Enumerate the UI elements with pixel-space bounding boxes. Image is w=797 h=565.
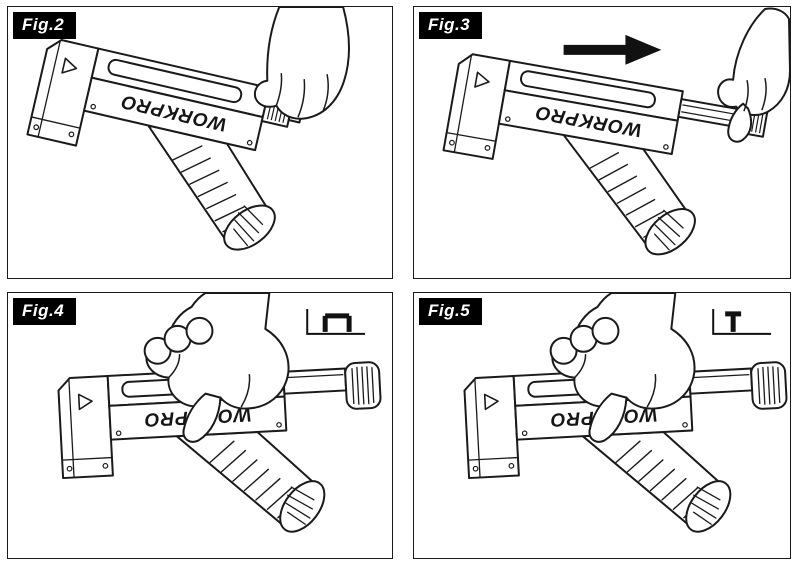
figure-label: Fig.3	[419, 12, 483, 39]
figure-label: Fig.5	[419, 298, 483, 325]
fig3-illustration	[429, 7, 790, 271]
figure-panel-fig2: Fig.2	[7, 6, 393, 279]
fig2-illustration	[9, 7, 350, 268]
staple-gun	[429, 51, 727, 271]
pull-direction-arrow-icon	[563, 34, 662, 65]
brad-nail-orientation-icon	[713, 309, 771, 334]
figure-label: Fig.2	[13, 12, 77, 39]
magazine-rail-with-cap	[281, 360, 382, 414]
magazine-rail-with-cap	[687, 360, 788, 414]
figure-panel-fig5: Fig.5	[413, 292, 791, 559]
figure-label: Fig.4	[13, 298, 77, 325]
fig5-illustration	[462, 293, 788, 553]
figure-panel-fig4: Fig.4	[7, 292, 393, 559]
figure-panel-fig3: Fig.3	[413, 6, 791, 279]
fig4-illustration	[56, 293, 382, 553]
hand	[253, 7, 350, 120]
staple-orientation-icon	[307, 309, 365, 334]
